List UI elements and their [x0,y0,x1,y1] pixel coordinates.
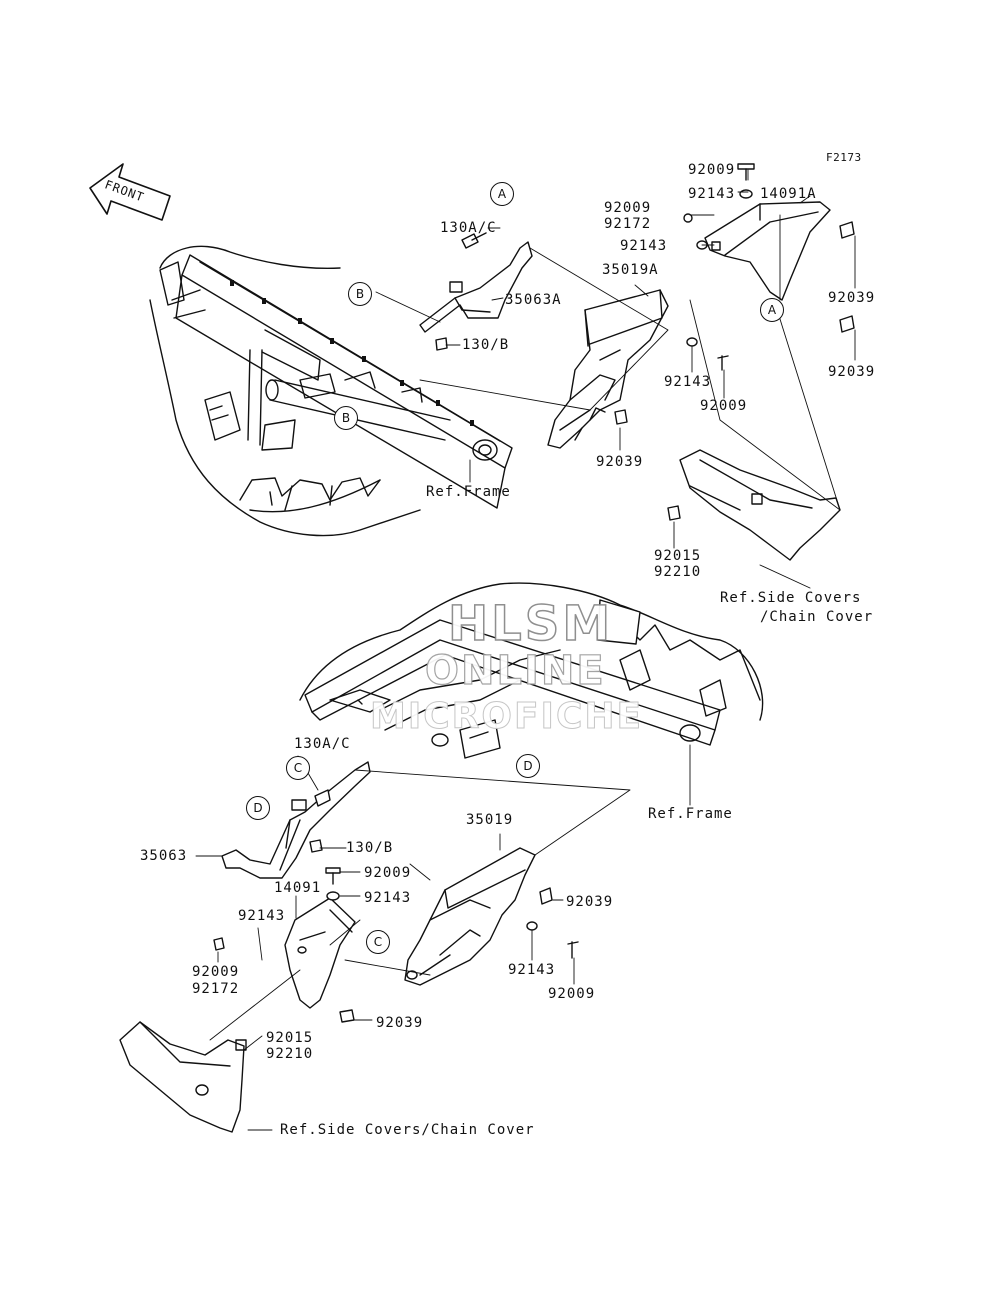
part-92039-low: 92039 [596,454,644,470]
part-92009-c: 92009 [192,964,240,980]
part-35019: 35019 [466,812,514,828]
part-92009-low: 92009 [700,398,748,414]
part-92009-side: 92009 [604,200,652,216]
bolt-130AC-bottom-icon [314,789,331,807]
part-92172-side: 92172 [604,216,652,232]
part-92210-bottom: 92210 [266,1046,314,1062]
part-35063: 35063 [140,848,188,864]
part-92009-b: 92009 [548,986,596,1002]
side-cover-bottom-drawing [119,1021,247,1133]
ref-side-covers-top-line1: Ref.Side Covers [720,590,862,606]
bracket-35063A [419,241,533,333]
side-cover-top-drawing [679,449,841,561]
part-92015-top: 92015 [654,548,702,564]
bolt-130B-bottom-icon [309,839,323,853]
part-130b-top: 130/B [462,337,510,353]
cover-35019 [404,847,536,986]
part-92210-top: 92210 [654,564,702,580]
part-92039-a: 92039 [566,894,614,910]
leader-lines-top [375,169,856,589]
part-14091a: 14091A [760,186,817,202]
part-92143-mid: 92143 [620,238,668,254]
part-130ac-bottom: 130A/C [294,736,351,752]
ref-side-covers-bottom: Ref.Side Covers/Chain Cover [280,1122,535,1138]
bracket-35063 [221,761,371,879]
part-92143-a: 92143 [364,890,412,906]
part-35019a: 35019A [602,262,659,278]
watermark-line-2: ONLINE [424,647,606,694]
part-92009-a: 92009 [364,865,412,881]
ref-frame-top: Ref.Frame [426,484,511,500]
callout-c-left: C [286,756,310,780]
top-frame-drawing [149,245,513,537]
watermark-line-3: MICROFICHE [369,696,644,738]
ref-side-covers-top-line2: /Chain Cover [760,609,874,625]
part-92172-c: 92172 [192,981,240,997]
part-92039-b: 92039 [376,1015,424,1031]
part-130b-bottom: 130/B [346,840,394,856]
part-130ac-top: 130A/C [440,220,497,236]
ref-frame-bottom: Ref.Frame [648,806,733,822]
front-arrow-icon [89,163,171,221]
callout-b-top: B [348,282,372,306]
bottom-frame-drawing [299,582,764,759]
callout-d-left: D [246,796,270,820]
part-92039-right-2: 92039 [828,364,876,380]
bolt-130AC-top-icon [461,232,487,249]
part-92143-b: 92143 [508,962,556,978]
part-92009-top: 92009 [688,162,736,178]
callout-a-right: A [760,298,784,322]
watermark-line-1: HLSM [447,595,614,653]
part-92143-top: 92143 [688,186,736,202]
cover-14091A [704,201,831,301]
bolt-130B-top-icon [435,337,448,351]
part-92143-c: 92143 [238,908,286,924]
callout-d-right: D [516,754,540,778]
leader-lines-bottom [195,744,691,1131]
diagram-code: F2173 [826,151,862,164]
part-92143-low: 92143 [664,374,712,390]
callout-c-lower: C [366,930,390,954]
cover-35019A [547,289,669,449]
callout-b-lower: B [334,406,358,430]
part-14091: 14091 [274,880,322,896]
part-35063a: 35063A [505,292,562,308]
part-92039-right-1: 92039 [828,290,876,306]
callout-a-top: A [490,182,514,206]
part-92015-bottom: 92015 [266,1030,314,1046]
cover-14091 [284,897,356,1009]
